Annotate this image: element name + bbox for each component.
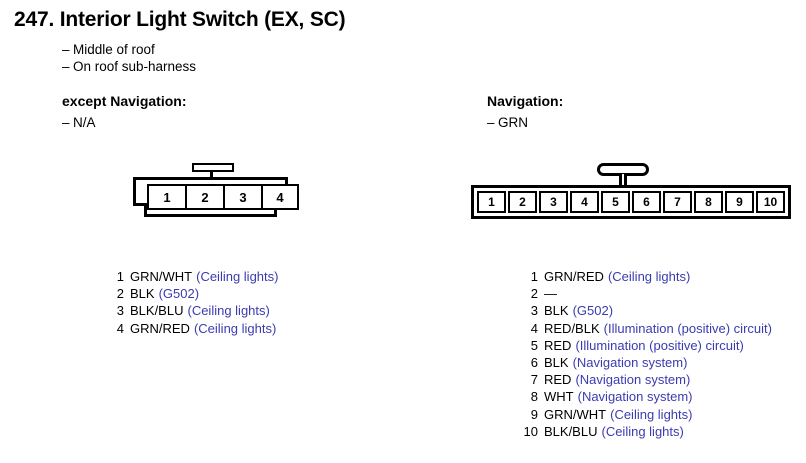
- pin-number: 8: [530, 389, 538, 405]
- pin-wire-color: RED/BLK: [544, 320, 600, 336]
- pin-wire-color: BLK/BLU: [544, 423, 598, 439]
- connector-pin-cell-5: 5: [601, 191, 630, 213]
- pin-wire-color: BLK: [130, 286, 155, 302]
- pin-number: 2: [116, 286, 124, 302]
- right-variant-heading: Navigation:: [487, 93, 564, 109]
- right-variant-value-row: –GRN: [487, 115, 528, 130]
- connector-pin-cell-2: 2: [185, 184, 223, 210]
- connector-pin-cell-1: 1: [477, 191, 506, 213]
- pin-number: 1: [530, 269, 538, 284]
- connector-pin-cell-7: 7: [663, 191, 692, 213]
- pin-description: (Ceiling lights): [196, 269, 279, 284]
- pin-number: 4: [116, 320, 124, 336]
- pin-number: 6: [530, 355, 538, 371]
- pin-description: (Navigation system): [572, 355, 688, 371]
- pin-description: (Illumination (positive) circuit): [575, 337, 744, 353]
- pin-number: 5: [530, 337, 538, 353]
- pin-legend-row: 4 RED/BLK(Illumination (positive) circuit…: [516, 320, 772, 337]
- pin-wire-color: BLK: [544, 303, 569, 319]
- bullet-dash-icon: –: [62, 42, 70, 57]
- pin-wire-color: BLK/BLU: [130, 303, 184, 319]
- pin-number: 4: [530, 320, 538, 336]
- connector-pin-cell-3: 3: [223, 184, 261, 210]
- pin-wire-color: WHT: [544, 389, 574, 405]
- pin-wire-color: RED: [544, 337, 572, 353]
- pin-legend-row: 3 BLK(G502): [516, 302, 772, 319]
- pin-description: (Ceiling lights): [610, 406, 693, 422]
- pin-legend-row: 1 GRN/RED(Ceiling lights): [516, 268, 772, 285]
- pin-wire-color: GRN/RED: [130, 320, 190, 336]
- connector-pin-cell-4: 4: [570, 191, 599, 213]
- pin-legend-row: 8 WHT(Navigation system): [516, 388, 772, 405]
- pin-legend-row: 2—: [516, 285, 772, 302]
- pin-legend-row: 2 BLK(G502): [102, 285, 278, 302]
- pin-legend-row: 10 BLK/BLU(Ceiling lights): [516, 423, 772, 440]
- connector-pin-cell-3: 3: [539, 191, 568, 213]
- right-variant-value: GRN: [498, 115, 528, 130]
- pin-wire-color: GRN/WHT: [130, 269, 193, 284]
- connector-pin-cell-1: 1: [147, 184, 185, 210]
- connector-pin-cell-2: 2: [508, 191, 537, 213]
- connector-tab-icon: [192, 163, 234, 172]
- pin-legend-row: 1 GRN/WHT(Ceiling lights): [102, 268, 279, 285]
- location-text: Middle of roof: [73, 42, 155, 57]
- pin-description: (Ceiling lights): [607, 269, 691, 284]
- pin-description: (Ceiling lights): [187, 303, 270, 319]
- pin-description: (G502): [158, 286, 200, 302]
- pin-description: (Navigation system): [577, 389, 693, 405]
- pin-legend-row: 5 RED(Illumination (positive) circuit): [516, 337, 772, 354]
- pin-number: 2: [530, 286, 538, 302]
- connector-pin-cell-8: 8: [694, 191, 723, 213]
- connector-tab-stem-icon: [210, 171, 213, 179]
- pin-description: (Navigation system): [575, 372, 691, 388]
- pin-legend-row: 6 BLK(Navigation system): [516, 354, 772, 371]
- pin-description: (G502): [572, 303, 614, 319]
- pin-number: 3: [116, 303, 124, 319]
- connector-latch-stem-icon: [619, 174, 627, 187]
- location-list: –Middle of roof –On roof sub-harness: [62, 41, 196, 75]
- pin-description: (Ceiling lights): [601, 423, 684, 439]
- bullet-dash-icon: –: [62, 115, 70, 130]
- pin-wire-color: GRN/RED: [544, 269, 604, 284]
- pin-number: 10: [523, 423, 538, 439]
- location-text: On roof sub-harness: [73, 59, 197, 74]
- location-item: –On roof sub-harness: [62, 58, 196, 75]
- pin-wire-color: RED: [544, 372, 572, 388]
- location-item: –Middle of roof: [62, 41, 196, 58]
- pin-description: (Illumination (positive) circuit): [603, 320, 772, 336]
- connector-pin-cell-10: 10: [756, 191, 785, 213]
- pin-number: 3: [530, 303, 538, 319]
- pin-number: 9: [530, 406, 538, 422]
- bullet-dash-icon: –: [487, 115, 495, 130]
- pin-description: (Ceiling lights): [193, 320, 277, 336]
- left-variant-heading: except Navigation:: [62, 93, 187, 109]
- pin-number: 7: [530, 372, 538, 388]
- pin-wire-color: BLK: [544, 355, 569, 371]
- pin-number: 1: [116, 269, 124, 284]
- pin-wire-color: GRN/WHT: [544, 406, 607, 422]
- pin-legend-row: 7 RED(Navigation system): [516, 371, 772, 388]
- connector-notch-left-icon: [133, 203, 147, 217]
- pin-legend-row: 3 BLK/BLU(Ceiling lights): [102, 302, 278, 319]
- page-title: 247. Interior Light Switch (EX, SC): [14, 8, 346, 31]
- pin-legend-row: 9 GRN/WHT(Ceiling lights): [516, 406, 772, 423]
- left-variant-value: N/A: [73, 115, 96, 130]
- connector-pin-cell-9: 9: [725, 191, 754, 213]
- pin-legend-row: 4 GRN/RED(Ceiling lights): [102, 320, 278, 337]
- connector-pin-cell-4: 4: [261, 184, 299, 210]
- connector-pin-cell-6: 6: [632, 191, 661, 213]
- left-variant-value-row: –N/A: [62, 115, 96, 130]
- bullet-dash-icon: –: [62, 59, 70, 74]
- pin-wire-color: —: [544, 286, 557, 302]
